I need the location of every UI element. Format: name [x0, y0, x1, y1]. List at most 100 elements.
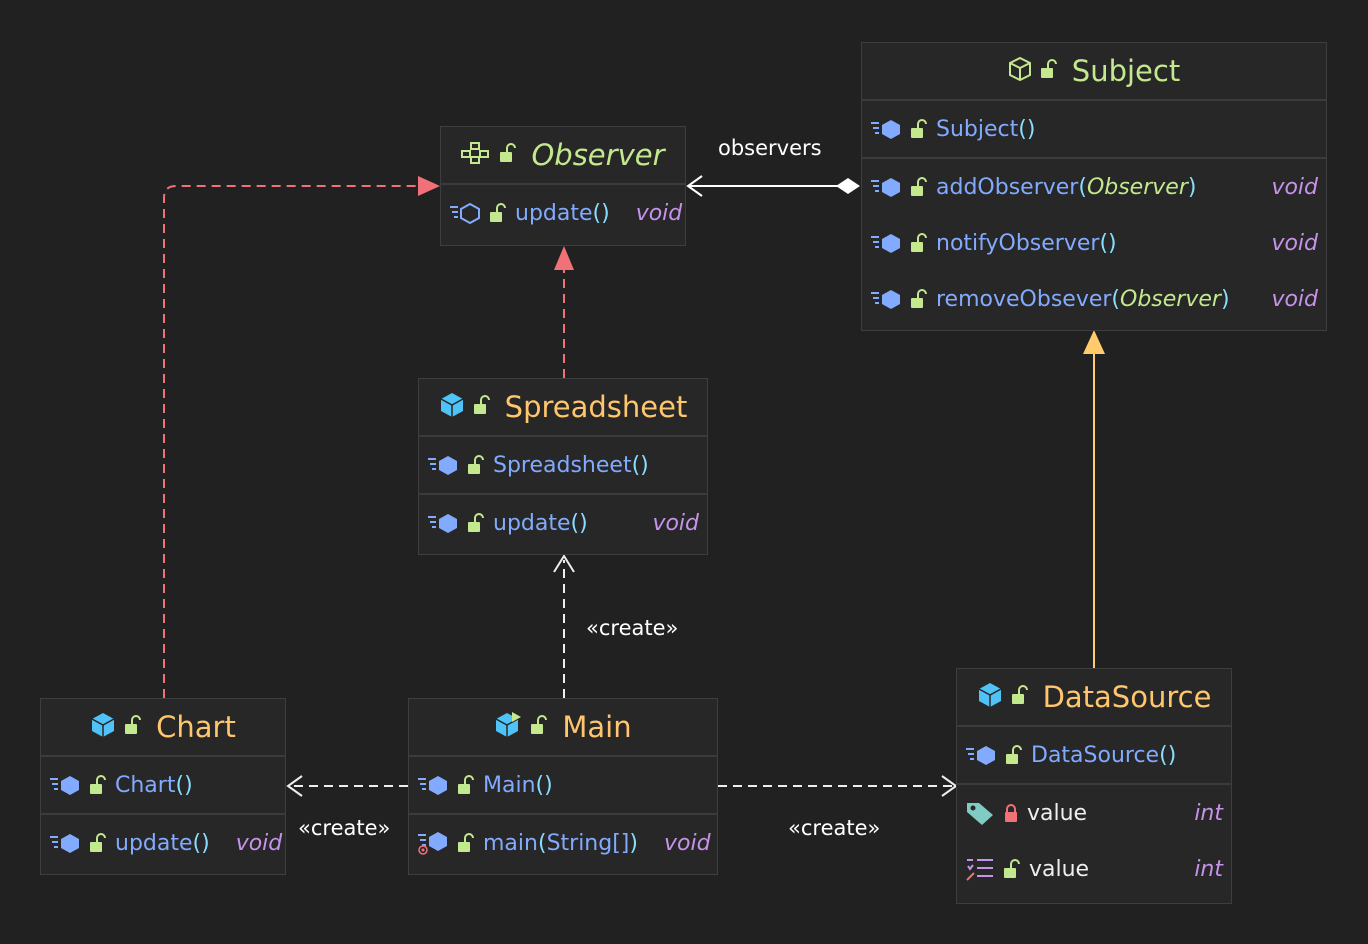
method-name: update — [493, 510, 571, 536]
constructor-row[interactable]: Spreadsheet() — [419, 437, 707, 493]
method-icon — [427, 512, 461, 534]
main-class[interactable]: Main Main() main(String[]) void — [408, 698, 718, 875]
public-lock-icon — [1005, 745, 1023, 765]
method-row[interactable]: removeObsever(Observer) void — [862, 271, 1326, 327]
method-row[interactable]: addObserver(Observer) void — [862, 159, 1326, 215]
arrowhead-datasource-subject — [1083, 330, 1105, 354]
field-type: int — [1194, 800, 1223, 826]
abstract-method-icon — [449, 202, 483, 224]
method-name: main — [483, 830, 538, 856]
runnable-class-icon — [494, 711, 522, 743]
datasource-header: DataSource — [957, 669, 1231, 727]
param-type: Observer — [1086, 174, 1188, 200]
constructor-row[interactable]: Main() — [409, 757, 717, 813]
constructor-row[interactable]: Subject() — [862, 101, 1326, 157]
method-row[interactable]: notifyObserver() void — [862, 215, 1326, 271]
spreadsheet-header: Spreadsheet — [419, 379, 707, 437]
param-type: String[] — [546, 830, 630, 856]
class-name: Main — [562, 710, 632, 744]
class-icon — [977, 681, 1003, 713]
constructor-name: Subject — [936, 116, 1019, 142]
edge-chart-realizes-observer — [163, 185, 420, 698]
field-name: value — [1027, 800, 1088, 826]
public-lock-icon — [89, 775, 107, 795]
arrowhead-chart-observer — [418, 176, 440, 196]
chart-class[interactable]: Chart Chart() update() void — [40, 698, 286, 875]
public-lock-icon — [124, 715, 142, 739]
method-icon — [49, 832, 83, 854]
return-type: void — [1271, 174, 1318, 200]
method-icon — [49, 774, 83, 796]
private-lock-icon — [1003, 803, 1019, 823]
public-lock-icon — [457, 775, 475, 795]
main-header: Main — [409, 699, 717, 757]
tag-icon — [965, 800, 995, 826]
field-type: int — [1194, 856, 1223, 882]
create-label-chart: «create» — [298, 816, 391, 840]
method-icon — [965, 744, 999, 766]
create-label-spreadsheet: «create» — [586, 616, 679, 640]
class-icon — [90, 711, 116, 743]
method-name: notifyObserver — [936, 230, 1100, 256]
arrowhead-observers — [686, 175, 703, 197]
public-lock-icon — [910, 177, 928, 197]
public-lock-icon — [1003, 859, 1021, 879]
public-lock-icon — [910, 119, 928, 139]
arrowhead-spreadsheet-observer — [554, 246, 574, 270]
public-lock-icon — [530, 715, 548, 739]
constructor-name: Chart — [115, 772, 176, 798]
interface-icon — [461, 142, 491, 168]
return-type: void — [663, 830, 711, 856]
field-row[interactable]: value int — [957, 785, 1231, 841]
method-name: addObserver — [936, 174, 1079, 200]
observer-header: Observer — [441, 127, 685, 185]
constructor-name: DataSource — [1031, 742, 1160, 768]
subject-header: Subject — [862, 43, 1326, 101]
observer-interface[interactable]: Observer update() void — [440, 126, 686, 246]
method-row[interactable]: main(String[]) void — [409, 815, 717, 871]
constructor-row[interactable]: Chart() — [41, 757, 285, 813]
spreadsheet-class[interactable]: Spreadsheet Spreadsheet() update() void — [418, 378, 708, 555]
public-lock-icon — [910, 233, 928, 253]
public-lock-icon — [473, 395, 491, 419]
class-icon — [439, 391, 465, 423]
public-lock-icon — [89, 833, 107, 853]
return-type: void — [652, 510, 699, 536]
method-name: update — [115, 830, 193, 856]
arrowhead-main-chart — [286, 775, 303, 797]
property-icon — [965, 856, 995, 882]
constructor-name: Main — [483, 772, 536, 798]
arrowhead-main-spreadsheet — [553, 554, 575, 573]
public-lock-icon — [489, 203, 507, 223]
method-icon — [870, 232, 904, 254]
constructor-row[interactable]: DataSource() — [957, 727, 1231, 783]
class-name: Observer — [531, 138, 665, 172]
create-label-datasource: «create» — [788, 816, 881, 840]
method-icon — [870, 288, 904, 310]
field-name: value — [1029, 856, 1090, 882]
observers-label: observers — [718, 136, 822, 160]
public-lock-icon — [910, 289, 928, 309]
return-type: void — [1271, 286, 1318, 312]
field-row[interactable]: value int — [957, 841, 1231, 897]
aggregation-diamond — [836, 178, 860, 194]
method-icon — [427, 454, 461, 476]
class-name: Chart — [156, 710, 236, 744]
subject-class[interactable]: Subject Subject() addObserver(Observer) … — [861, 42, 1327, 331]
method-icon — [870, 176, 904, 198]
method-row[interactable]: update() void — [419, 495, 707, 551]
constructor-name: Spreadsheet — [493, 452, 632, 478]
class-name: DataSource — [1042, 680, 1212, 714]
method-row[interactable]: update() void — [41, 815, 285, 871]
method-icon — [870, 118, 904, 140]
return-type: void — [235, 830, 283, 856]
chart-header: Chart — [41, 699, 285, 757]
method-row[interactable]: update() void — [441, 185, 685, 241]
public-lock-icon — [1011, 685, 1029, 709]
return-type: void — [635, 200, 683, 226]
return-type: void — [1271, 230, 1318, 256]
method-icon — [417, 774, 451, 796]
datasource-class[interactable]: DataSource DataSource() value int — [956, 668, 1232, 904]
public-lock-icon — [1040, 59, 1058, 83]
